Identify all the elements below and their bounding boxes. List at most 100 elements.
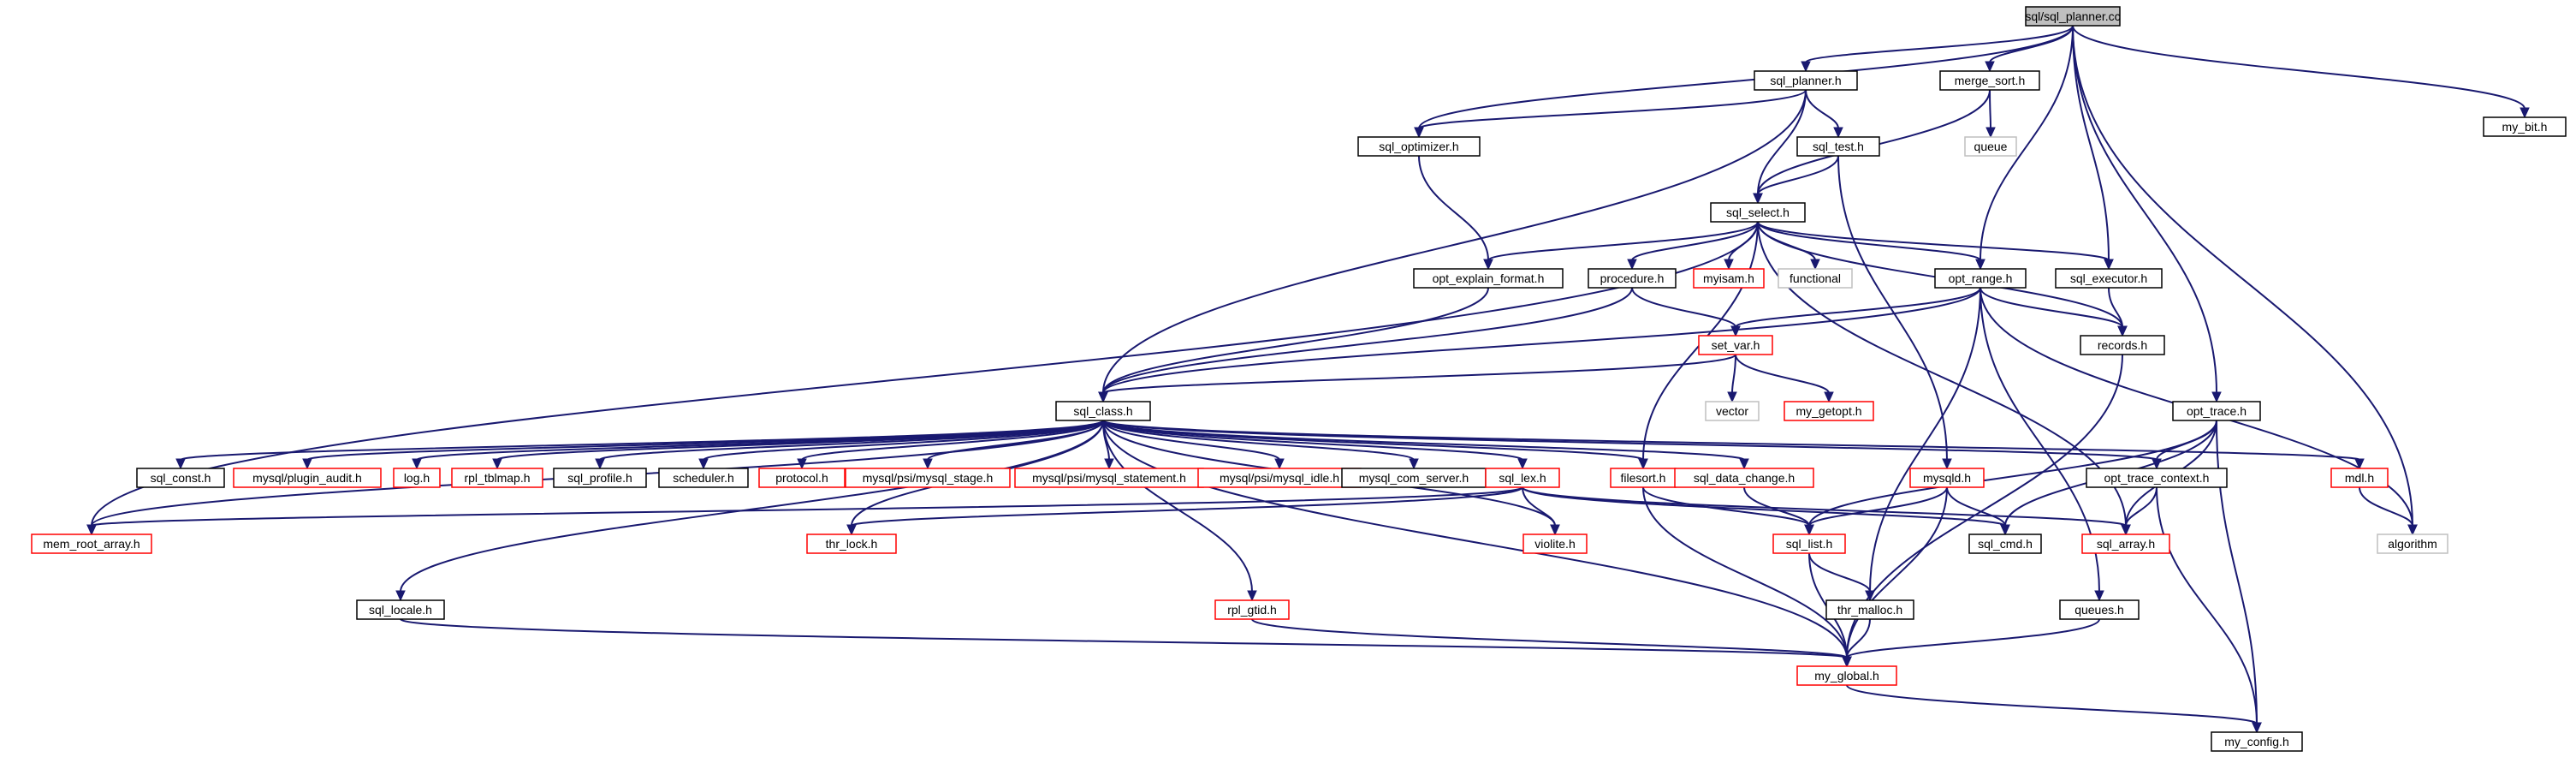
- node-sql-const-h[interactable]: sql_const.h: [136, 468, 225, 488]
- edge-layer: [86, 25, 2530, 734]
- edge-opt_range-to-set_var: [1730, 287, 1981, 337]
- svg-text:merge_sort.h: merge_sort.h: [1955, 74, 2025, 87]
- node-mysql-statement-h[interactable]: mysql/psi/mysql_statement.h: [1014, 468, 1204, 488]
- node-sql-lex-h[interactable]: sql_lex.h: [1485, 468, 1560, 488]
- node-opt-trace-h[interactable]: opt_trace.h: [2172, 401, 2261, 421]
- node-sql-executor-h[interactable]: sql_executor.h: [2055, 268, 2163, 289]
- svg-text:sql_lex.h: sql_lex.h: [1499, 471, 1546, 485]
- svg-text:mysqld.h: mysqld.h: [1923, 471, 1971, 485]
- node-rpl-gtid-h[interactable]: rpl_gtid.h: [1214, 599, 1290, 620]
- svg-text:opt_range.h: opt_range.h: [1949, 271, 2013, 285]
- svg-text:mysql/psi/mysql_stage.h: mysql/psi/mysql_stage.h: [863, 471, 994, 485]
- svg-text:protocol.h: protocol.h: [775, 471, 828, 485]
- edge-sql_select-to-opt_range: [1757, 221, 1985, 271]
- svg-text:filesort.h: filesort.h: [1621, 471, 1666, 485]
- node-mdl-h[interactable]: mdl.h: [2330, 468, 2389, 488]
- node-my-bit-h[interactable]: my_bit.h: [2483, 116, 2567, 137]
- edge-root-to-my_bit: [2072, 25, 2530, 119]
- svg-text:sql_select.h: sql_select.h: [1726, 206, 1790, 219]
- node-thr-malloc-h[interactable]: thr_malloc.h: [1825, 599, 1914, 620]
- node-log-h[interactable]: log.h: [393, 468, 441, 488]
- edge-sql_class-to-mdl: [1102, 420, 2365, 470]
- edge-trace_ctx-to-sql_array: [2121, 486, 2158, 536]
- node-my-config-h[interactable]: my_config.h: [2211, 731, 2303, 752]
- node-sql-cmd-h[interactable]: sql_cmd.h: [1968, 534, 2042, 554]
- node-plugin-audit-h[interactable]: mysql/plugin_audit.h: [233, 468, 382, 488]
- edge-sql_test-to-mysqld: [1837, 155, 1952, 470]
- svg-text:my_config.h: my_config.h: [2224, 735, 2288, 748]
- node-myisam-h[interactable]: myisam.h: [1693, 268, 1765, 289]
- node-sql-class-h[interactable]: sql_class.h: [1055, 401, 1151, 421]
- node-sql-data-change-h[interactable]: sql_data_change.h: [1674, 468, 1814, 488]
- node-scheduler-h[interactable]: scheduler.h: [658, 468, 749, 488]
- node-vector: vector: [1705, 401, 1760, 421]
- node-opt-trace-context-h[interactable]: opt_trace_context.h: [2086, 468, 2228, 488]
- svg-text:mysql/psi/mysql_statement.h: mysql/psi/mysql_statement.h: [1032, 471, 1186, 485]
- edge-sql_select-to-opt_explain: [1483, 221, 1759, 271]
- node-sql-profile-h[interactable]: sql_profile.h: [553, 468, 647, 488]
- node-sql-test-h[interactable]: sql_test.h: [1796, 136, 1880, 157]
- node-mysqld-h[interactable]: mysqld.h: [1909, 468, 1985, 488]
- node-sql-array-h[interactable]: sql_array.h: [2081, 534, 2170, 554]
- svg-text:procedure.h: procedure.h: [1600, 271, 1665, 285]
- node-rpl-tblmap-h[interactable]: rpl_tblmap.h: [451, 468, 543, 488]
- node-layer: sql/sql_planner.cc sql_planner.h merge_s…: [31, 6, 2567, 752]
- node-violite-h[interactable]: violite.h: [1522, 534, 1588, 554]
- svg-text:my_getopt.h: my_getopt.h: [1795, 404, 1861, 418]
- svg-text:sql_profile.h: sql_profile.h: [567, 471, 632, 485]
- svg-text:mem_root_array.h: mem_root_array.h: [43, 537, 139, 551]
- svg-text:mysql/psi/mysql_idle.h: mysql/psi/mysql_idle.h: [1220, 471, 1339, 485]
- svg-text:rpl_gtid.h: rpl_gtid.h: [1227, 603, 1277, 617]
- svg-text:sql/sql_planner.cc: sql/sql_planner.cc: [2025, 9, 2120, 23]
- node-protocol-h[interactable]: protocol.h: [758, 468, 846, 488]
- edge-sql_class-to-my_global: [1102, 420, 1852, 668]
- svg-text:queue: queue: [1974, 140, 2008, 153]
- svg-text:sql_data_change.h: sql_data_change.h: [1694, 471, 1795, 485]
- edge-set_var-to-vector: [1727, 354, 1737, 403]
- svg-text:sql_class.h: sql_class.h: [1073, 404, 1132, 418]
- svg-text:functional: functional: [1790, 271, 1841, 285]
- node-sql-planner-h[interactable]: sql_planner.h: [1754, 70, 1858, 91]
- edge-mdl-to-algorithm: [2359, 486, 2418, 536]
- node-set-var-h[interactable]: set_var.h: [1698, 335, 1773, 355]
- node-sql-optimizer-h[interactable]: sql_optimizer.h: [1357, 136, 1481, 157]
- node-records-h[interactable]: records.h: [2080, 335, 2165, 355]
- svg-text:vector: vector: [1716, 404, 1748, 418]
- node-sql-locale-h[interactable]: sql_locale.h: [356, 599, 445, 620]
- node-mysql-stage-h[interactable]: mysql/psi/mysql_stage.h: [845, 468, 1011, 488]
- edge-planner_h-to-sql_test: [1805, 89, 1843, 139]
- node-opt-range-h[interactable]: opt_range.h: [1934, 268, 2027, 289]
- svg-text:myisam.h: myisam.h: [1703, 271, 1754, 285]
- edge-sql_class-to-com_server: [1102, 420, 1419, 470]
- edge-sql_lex-to-thr_lock: [846, 486, 1523, 536]
- svg-text:log.h: log.h: [404, 471, 430, 485]
- edge-sql_class-to-idle: [1102, 420, 1285, 470]
- node-sql-select-h[interactable]: sql_select.h: [1710, 202, 1806, 223]
- edge-rpl_gtid-to-my_global: [1251, 618, 1852, 668]
- svg-text:sql_locale.h: sql_locale.h: [369, 603, 432, 617]
- node-mysql-idle-h[interactable]: mysql/psi/mysql_idle.h: [1197, 468, 1362, 488]
- svg-text:opt_explain_format.h: opt_explain_format.h: [1433, 271, 1545, 285]
- node-merge-sort-h[interactable]: merge_sort.h: [1939, 70, 2040, 91]
- node-my-global-h[interactable]: my_global.h: [1796, 665, 1897, 686]
- svg-text:rpl_tblmap.h: rpl_tblmap.h: [464, 471, 530, 485]
- edge-sql_class-to-sql_locale: [395, 420, 1104, 602]
- edge-opt_range-to-thr_malloc: [1865, 287, 1981, 602]
- edge-sql_select-to-procedure: [1627, 221, 1759, 271]
- edge-my_global-to-my_config: [1846, 684, 2262, 734]
- node-filesort-h[interactable]: filesort.h: [1610, 468, 1677, 488]
- edge-sql_locale-to-my_global: [400, 618, 1852, 668]
- node-procedure-h[interactable]: procedure.h: [1588, 268, 1677, 289]
- node-sql-planner-cc[interactable]: sql/sql_planner.cc: [2025, 6, 2121, 27]
- node-my-getopt-h[interactable]: my_getopt.h: [1784, 401, 1874, 421]
- node-queues-h[interactable]: queues.h: [2059, 599, 2140, 620]
- node-sql-list-h[interactable]: sql_list.h: [1772, 534, 1846, 554]
- node-mem-root-array-h[interactable]: mem_root_array.h: [31, 534, 152, 554]
- edge-sql_class-to-sql_lex: [1102, 420, 1528, 470]
- svg-text:mysql_com_server.h: mysql_com_server.h: [1359, 471, 1469, 485]
- node-opt-explain-format-h[interactable]: opt_explain_format.h: [1413, 268, 1564, 289]
- svg-text:my_global.h: my_global.h: [1814, 669, 1879, 683]
- edge-set_var-to-my_getopt: [1735, 354, 1834, 403]
- node-thr-lock-h[interactable]: thr_lock.h: [806, 534, 897, 554]
- node-mysql-com-server-h[interactable]: mysql_com_server.h: [1341, 468, 1487, 488]
